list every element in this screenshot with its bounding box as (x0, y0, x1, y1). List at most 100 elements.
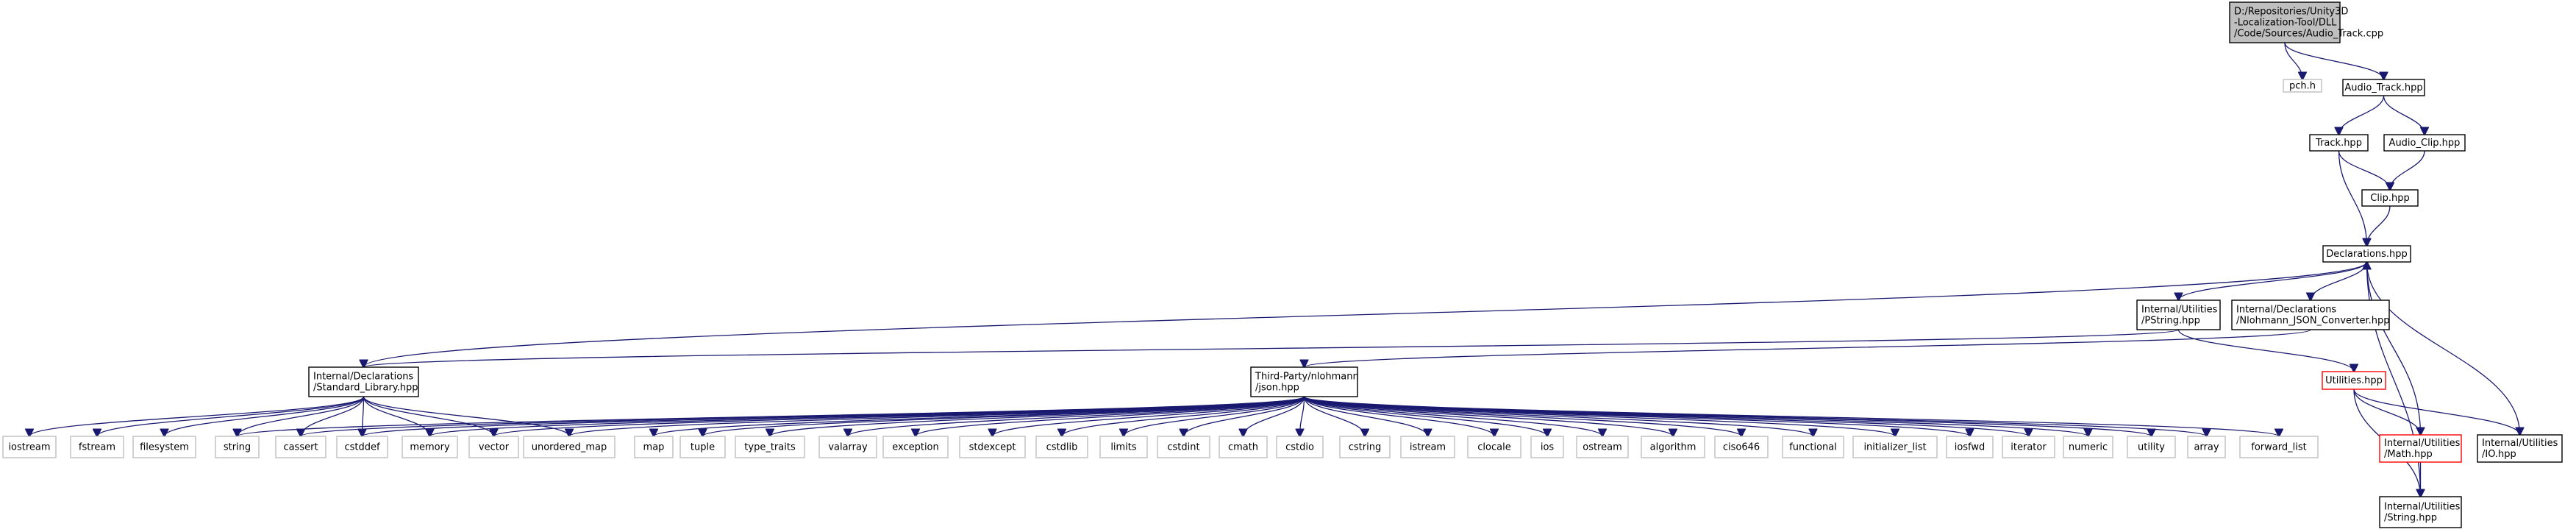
node-forward_list: forward_list (2239, 436, 2319, 458)
node-label: istream (1410, 441, 1446, 453)
node-box (523, 436, 616, 458)
node-clip_hpp[interactable]: Clip.hpp (2361, 189, 2419, 207)
node-box (1714, 436, 1769, 458)
node-label: forward_list (2251, 441, 2306, 453)
node-label: Declarations.hpp (2326, 249, 2408, 260)
node-label: cstdlib (1046, 441, 1078, 453)
edge-audio_track_hpp-to-track_hpp (2339, 95, 2385, 135)
node-audio_track_hpp[interactable]: Audio_Track.hpp (2342, 79, 2425, 96)
node-box (1339, 436, 1391, 458)
node-box (1035, 436, 1088, 458)
edge-json_hpp-to-stdexcept (993, 396, 1305, 436)
node-iosfwd: iosfwd (1946, 436, 1994, 458)
node-box (275, 436, 327, 458)
edge-io_hpp-to-declarations_hpp (2367, 262, 2521, 436)
edge-json_hpp-to-cstdint (1184, 396, 1305, 436)
node-box (2127, 436, 2176, 458)
edge-json_hpp-to-cstdio (1300, 396, 1305, 436)
edge-json_hpp-to-istream (1303, 396, 1428, 436)
node-label: cstring (1349, 441, 1381, 453)
edge-json_hpp-to-clocale (1303, 396, 1495, 436)
edge-std_lib_hpp-to-fstream (97, 396, 365, 436)
node-nlohmann_conv[interactable]: Internal/Declarations/Nlohmann_JSON_Conv… (2231, 299, 2390, 330)
edge-json_hpp-to-forward_list (1303, 396, 2280, 436)
node-string_hpp[interactable]: Internal/Utilities/String.hpp (2379, 496, 2462, 528)
node-label: clocale (1477, 441, 1510, 453)
node-json_hpp[interactable]: Third-Party/nlohmann/json.hpp (1250, 366, 1359, 397)
edge-track_hpp-to-declarations_hpp (2338, 150, 2367, 246)
node-box (1946, 436, 1994, 458)
node-label: unordered_map (532, 441, 607, 453)
node-box (1530, 436, 1564, 458)
node-clocale: clocale (1467, 436, 1521, 458)
node-box (2361, 189, 2419, 207)
edge-audio_clip_hpp-to-clip_hpp (2390, 150, 2425, 190)
node-label: Internal/Utilities (2384, 501, 2461, 512)
node-array: array (2187, 436, 2226, 458)
edge-std_lib_hpp-to-iostream (29, 396, 365, 436)
node-label: valarray (828, 441, 868, 453)
edge-json_hpp-to-type_traits (770, 396, 1305, 436)
node-io_hpp[interactable]: Internal/Utilities/IO.hpp (2477, 434, 2563, 463)
node-pstring_hpp[interactable]: Internal/Utilities/PString.hpp (2136, 299, 2221, 330)
node-label: -Localization-Tool/DLL (2234, 17, 2337, 28)
node-declarations_hpp[interactable]: Declarations.hpp (2322, 245, 2411, 263)
node-box (634, 436, 674, 458)
node-label: /PString.hpp (2141, 315, 2200, 326)
edge-std_lib_hpp-to-vector (363, 396, 494, 436)
node-limits: limits (1099, 436, 1148, 458)
node-box (882, 436, 949, 458)
node-label: utility (2138, 441, 2165, 453)
edge-json_hpp-to-iterator (1303, 396, 2029, 436)
node-fstream: fstream (70, 436, 124, 458)
edge-std_lib_hpp-to-string (238, 396, 365, 436)
node-audio_clip_hpp[interactable]: Audio_Clip.hpp (2383, 134, 2466, 152)
node-label: functional (1789, 441, 1837, 453)
node-type_traits: type_traits (735, 436, 805, 458)
edge-json_hpp-to-ios (1303, 396, 1548, 436)
edge-declarations_hpp-to-pstring_hpp (2179, 261, 2368, 300)
node-track_hpp[interactable]: Track.hpp (2309, 134, 2369, 152)
node-box (2309, 134, 2369, 152)
node-box (2187, 436, 2226, 458)
node-map: map (634, 436, 674, 458)
node-pch: pch.h (2283, 79, 2322, 93)
node-box (1250, 366, 1358, 397)
node-label: ciso646 (1723, 441, 1760, 453)
node-box (2342, 79, 2425, 96)
node-std_lib_hpp[interactable]: Internal/Declarations/Standard_Library.h… (308, 366, 419, 397)
node-box (2239, 436, 2319, 458)
node-memory: memory (402, 436, 458, 458)
edge-json_hpp-to-ostream (1303, 396, 1603, 436)
node-exception: exception (882, 436, 949, 458)
node-ostream: ostream (1576, 436, 1629, 458)
node-box (1576, 436, 1629, 458)
node-label: Internal/Declarations (313, 371, 413, 382)
node-box (336, 436, 388, 458)
node-label: algorithm (1650, 441, 1696, 453)
node-numeric: numeric (2063, 436, 2113, 458)
node-label: iterator (2011, 441, 2047, 453)
node-label: ios (1541, 441, 1555, 453)
edge-pstring_hpp-to-std_lib_hpp (364, 329, 2180, 367)
edge-math_hpp-to-declarations_hpp (2367, 262, 2422, 436)
node-cmath: cmath (1219, 436, 1268, 458)
node-box (2322, 245, 2411, 263)
edge-root-to-audio_track_hpp (2284, 42, 2384, 79)
node-label: /json.hpp (1255, 382, 1299, 393)
node-box (959, 436, 1026, 458)
edge-audio_track_hpp-to-audio_clip_hpp (2383, 95, 2425, 135)
node-box (2002, 436, 2055, 458)
node-label: Third-Party/nlohmann (1255, 371, 1359, 382)
node-label: /Math.hpp (2384, 449, 2433, 460)
node-label: Audio_Clip.hpp (2389, 138, 2461, 149)
edge-std_lib_hpp-to-filesystem (165, 396, 365, 436)
edge-json_hpp-to-valarray (848, 396, 1305, 436)
node-box (132, 436, 196, 458)
edge-track_hpp-to-clip_hpp (2338, 150, 2391, 190)
node-root[interactable]: D:/Repositories/Unity3D-Localization-Too… (2229, 1, 2383, 43)
node-label: /Standard_Library.hpp (313, 382, 418, 393)
node-label: Clip.hpp (2370, 193, 2409, 204)
